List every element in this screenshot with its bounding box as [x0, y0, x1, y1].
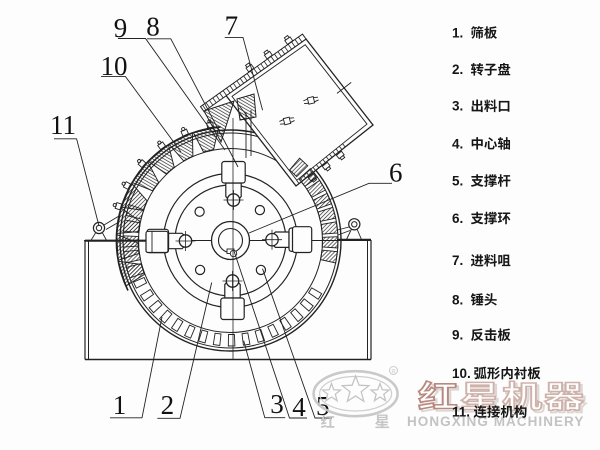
svg-text:7: 7: [225, 10, 239, 40]
svg-text:7.: 7.: [452, 253, 463, 268]
svg-text:10.: 10.: [452, 366, 471, 381]
svg-text:8: 8: [146, 12, 160, 42]
svg-text:R: R: [391, 369, 396, 375]
svg-text:2.: 2.: [452, 62, 463, 77]
svg-text:11.: 11.: [452, 404, 470, 419]
svg-text:5.: 5.: [452, 173, 463, 188]
svg-text:3.: 3.: [452, 99, 463, 114]
svg-text:1.: 1.: [452, 25, 463, 40]
svg-text:9: 9: [114, 13, 128, 43]
svg-text:11: 11: [50, 110, 76, 140]
svg-text:6.: 6.: [452, 211, 463, 226]
svg-text:1: 1: [113, 390, 127, 420]
svg-text:10: 10: [101, 51, 128, 81]
svg-text:4: 4: [292, 392, 306, 422]
svg-text:9.: 9.: [452, 328, 463, 343]
svg-text:3: 3: [270, 389, 284, 419]
svg-text:4.: 4.: [452, 136, 463, 151]
svg-text:6: 6: [389, 158, 403, 188]
svg-text:2: 2: [161, 390, 175, 420]
svg-text:HONGXING MACHINERY: HONGXING MACHINERY: [407, 414, 584, 429]
svg-text:8.: 8.: [452, 292, 463, 307]
